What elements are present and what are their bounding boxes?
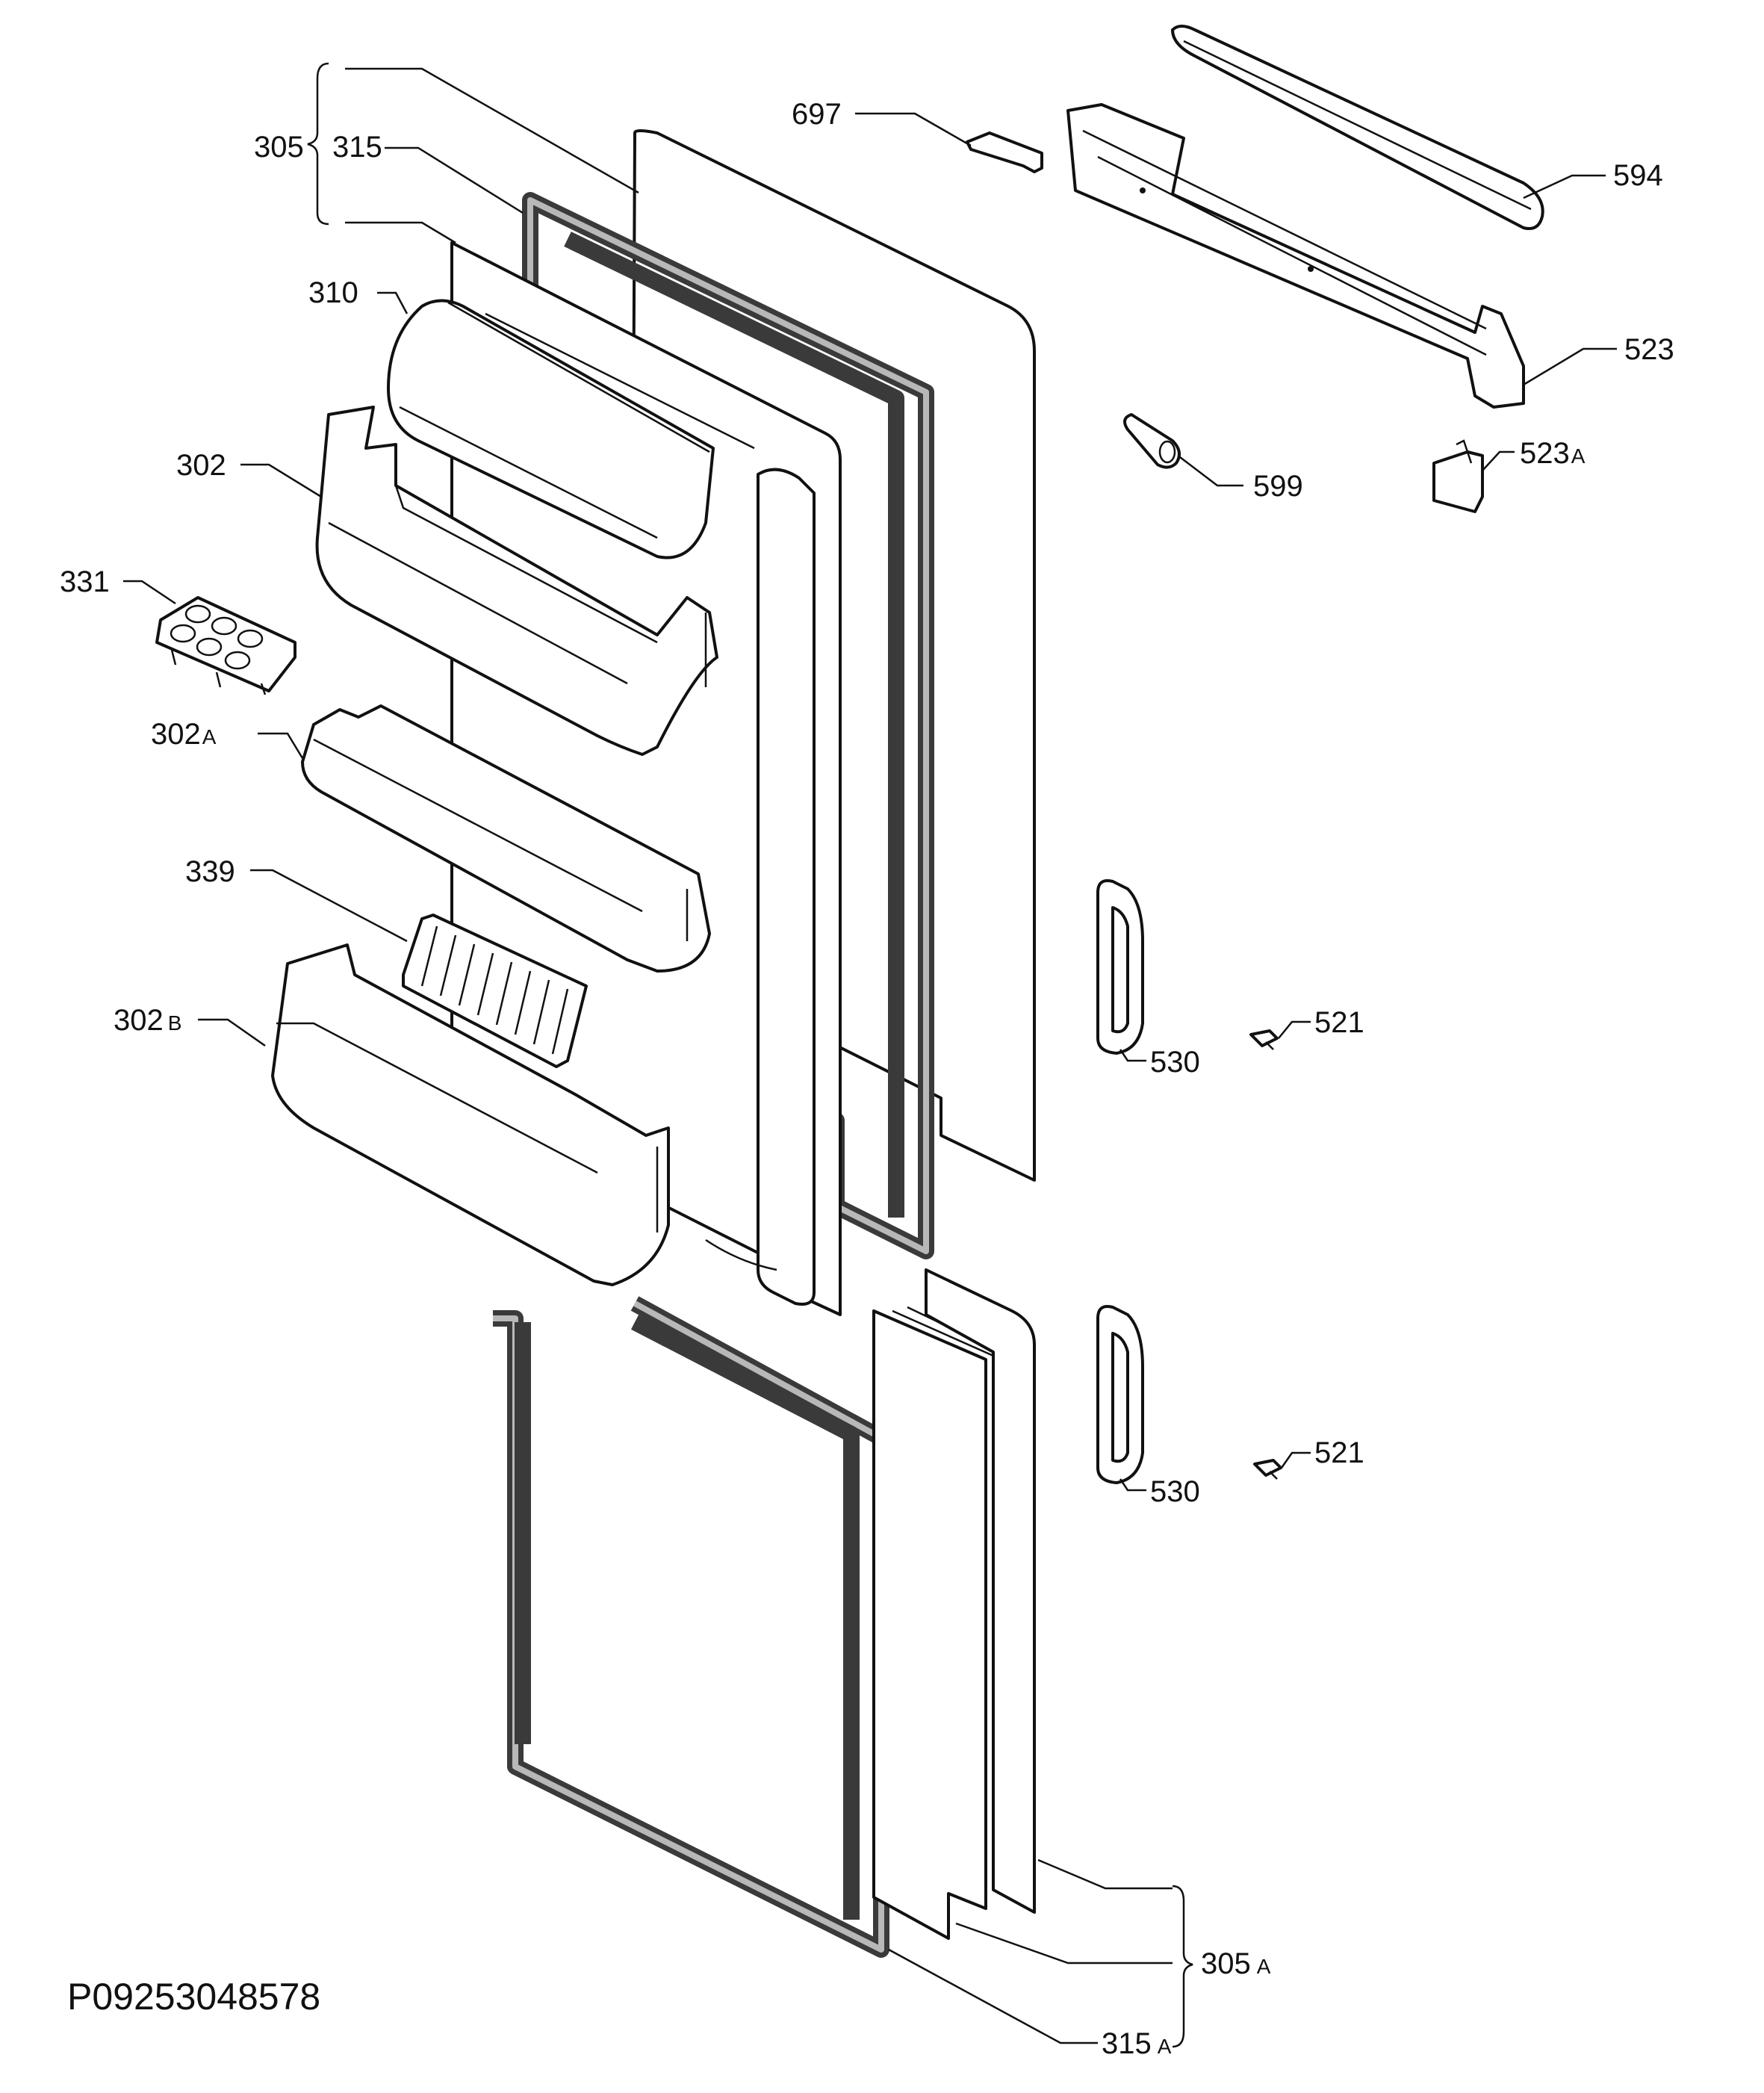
door-handle-bottom — [1096, 1305, 1144, 1484]
callout-302a: 302A — [151, 718, 217, 751]
callout-523: 523 — [1624, 333, 1674, 366]
callout-521-top: 521 — [1314, 1006, 1364, 1039]
callout-523a: 523A — [1520, 437, 1586, 470]
group-bracket-305a — [1172, 1885, 1193, 2048]
callout-339: 339 — [185, 855, 235, 888]
callout-697: 697 — [792, 98, 842, 131]
group-bracket-305 — [307, 62, 329, 226]
callout-594: 594 — [1613, 159, 1663, 192]
callout-310: 310 — [308, 276, 358, 309]
callout-530-bottom: 530 — [1150, 1475, 1200, 1508]
callout-331: 331 — [60, 565, 110, 598]
screw-top — [1249, 1029, 1279, 1050]
door-shelf-bottom — [271, 943, 670, 1286]
switch-bracket — [1432, 439, 1484, 513]
lower-door-inner-liner — [872, 1306, 1001, 1940]
door-handle-top — [1096, 879, 1144, 1055]
egg-tray — [155, 596, 296, 695]
lamp-bulb — [1123, 413, 1181, 469]
door-shelf-middle — [301, 704, 711, 973]
hinge-clip — [966, 131, 1043, 173]
lower-door-gasket — [493, 1296, 889, 1958]
callout-599: 599 — [1253, 470, 1303, 503]
dairy-compartment-lid — [387, 299, 715, 559]
door-shelf-top — [315, 406, 718, 756]
screw-bottom — [1253, 1459, 1282, 1480]
callout-302: 302 — [176, 449, 226, 482]
top-cover-frame — [1066, 103, 1525, 409]
callout-315: 315 — [332, 131, 382, 164]
callout-305: 305 — [254, 131, 304, 164]
callout-521-bottom: 521 — [1314, 1436, 1364, 1469]
lower-door-outer-panel — [925, 1268, 1036, 1914]
callout-530-top: 530 — [1150, 1046, 1200, 1079]
leader-lines — [123, 67, 1617, 2044]
top-hinge-trim-strip — [1171, 25, 1544, 230]
bottle-retainer — [402, 914, 588, 1068]
drawing-code: P09253048578 — [67, 1976, 320, 2018]
